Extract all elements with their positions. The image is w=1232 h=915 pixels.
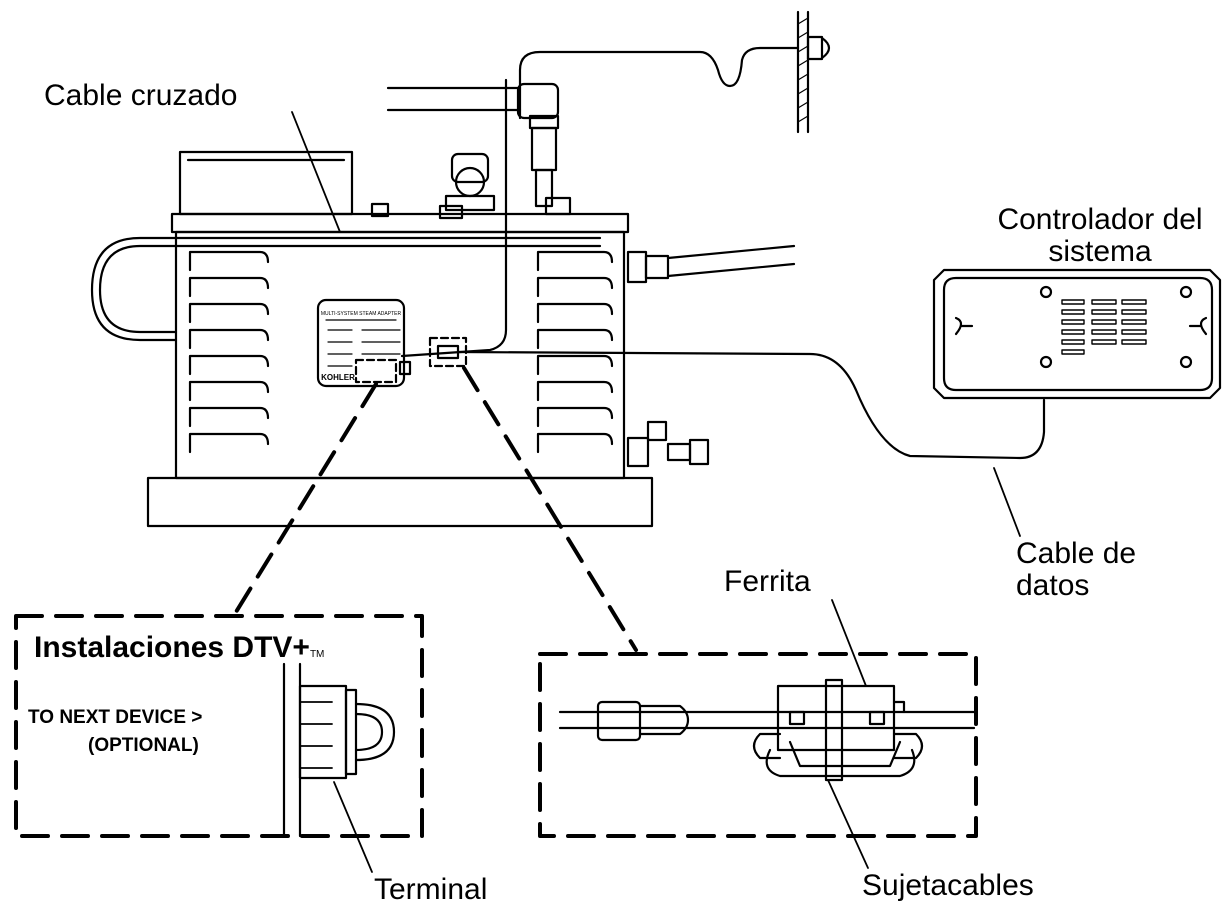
label-terminal: Terminal bbox=[374, 873, 488, 906]
label-data-cable-line2: datos bbox=[1016, 569, 1090, 602]
inset-terminal bbox=[14, 614, 424, 838]
wall-steam-head bbox=[796, 10, 831, 134]
label-ferrite: Ferrita bbox=[724, 565, 811, 598]
label-system-controller-line2: sistema bbox=[1048, 235, 1152, 268]
label-cable-ties: Sujetacables bbox=[862, 869, 1034, 902]
label-system-controller-line1: Controlador del bbox=[997, 203, 1203, 236]
system-controller bbox=[932, 268, 1222, 400]
adapter-plate-brand: KOHLER bbox=[321, 373, 355, 382]
adapter-plate-header: MULTI-SYSTEM STEAM ADAPTER bbox=[321, 311, 402, 317]
label-system-controller: Controlador del sistema bbox=[966, 204, 1232, 268]
inset-callout-lines bbox=[234, 366, 638, 652]
label-data-cable-line1: Cable de bbox=[1016, 537, 1137, 570]
data-cable bbox=[456, 350, 1046, 460]
steam-pipe bbox=[386, 46, 800, 358]
adapter-plate bbox=[316, 298, 412, 388]
label-data-cable: Cable de datos bbox=[1016, 538, 1136, 602]
adapter-plate-text: MULTI-SYSTEM STEAM ADAPTER KOHLER bbox=[321, 311, 402, 382]
inset-terminal-line2: (OPTIONAL) bbox=[88, 735, 199, 756]
inset-terminal-title-text: Instalaciones DTV+ bbox=[34, 631, 310, 664]
steam-generator bbox=[90, 150, 796, 528]
trademark-mark: TM bbox=[309, 649, 325, 660]
inset-ferrite bbox=[538, 652, 978, 838]
inset-terminal-line1: TO NEXT DEVICE > bbox=[28, 707, 203, 728]
label-crossover-cable: Cable cruzado bbox=[44, 79, 238, 112]
leader-lines bbox=[291, 111, 1021, 873]
inset-terminal-title: Instalaciones DTV+TM bbox=[34, 632, 324, 671]
